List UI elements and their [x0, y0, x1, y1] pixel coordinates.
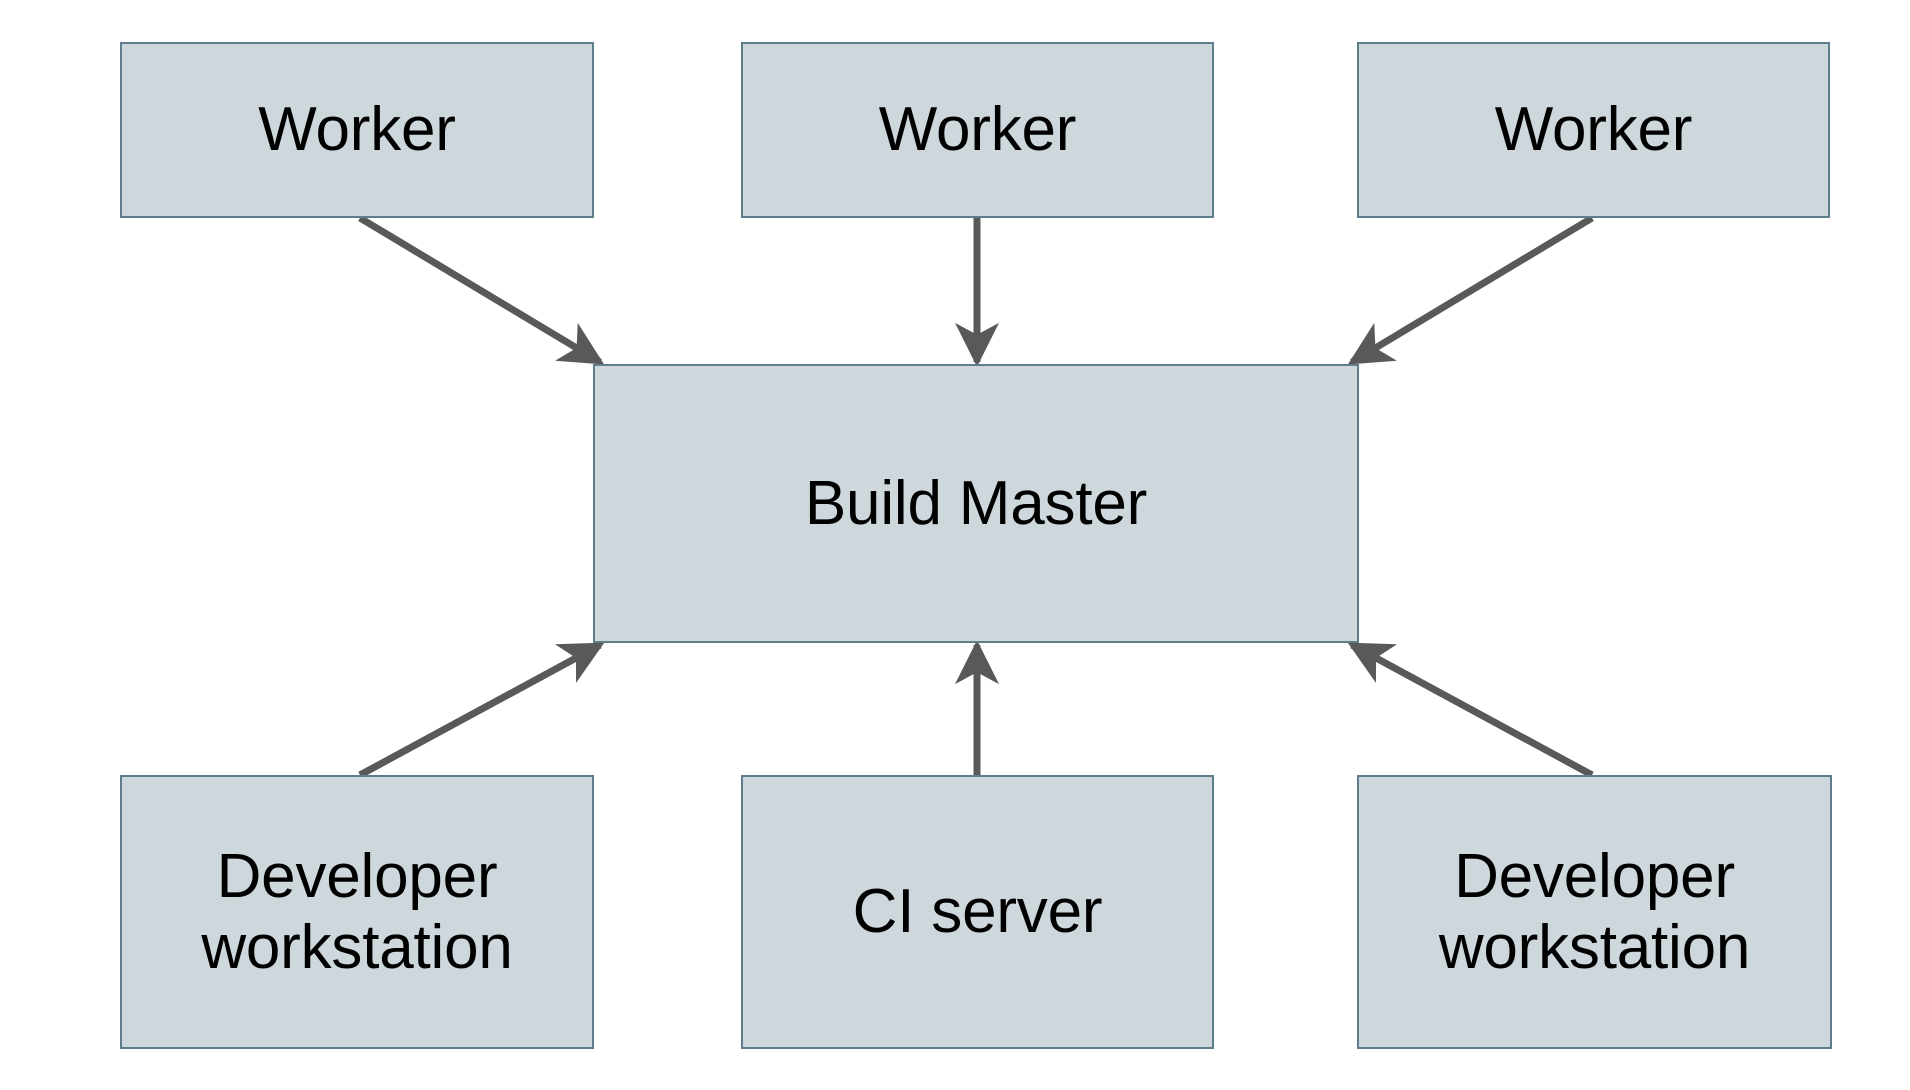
node-worker-top-center[interactable]: Worker	[741, 42, 1214, 218]
node-worker-top-right[interactable]: Worker	[1357, 42, 1830, 218]
node-developer-workstation-right[interactable]: Developer workstation	[1357, 775, 1832, 1049]
node-label-developer-workstation-right: Developer workstation	[1438, 841, 1751, 982]
node-build-master[interactable]: Build Master	[593, 364, 1359, 643]
edge-developer-workstation-right-to-build-master	[1347, 641, 1594, 779]
edge-worker-top-right-to-build-master	[1347, 214, 1594, 366]
node-label-worker-top-right: Worker	[1494, 95, 1693, 165]
node-label-developer-workstation-left: Developer workstation	[201, 841, 513, 982]
edge-worker-top-left-to-build-master	[358, 214, 605, 366]
node-label-build-master: Build Master	[804, 468, 1148, 538]
node-developer-workstation-left[interactable]: Developer workstation	[120, 775, 594, 1049]
node-ci-server[interactable]: CI server	[741, 775, 1214, 1049]
node-label-worker-top-left: Worker	[258, 95, 456, 165]
edge-developer-workstation-left-to-build-master	[358, 641, 605, 779]
node-worker-top-left[interactable]: Worker	[120, 42, 594, 218]
node-label-ci-server: CI server	[852, 877, 1103, 947]
node-label-worker-top-center: Worker	[878, 95, 1077, 165]
